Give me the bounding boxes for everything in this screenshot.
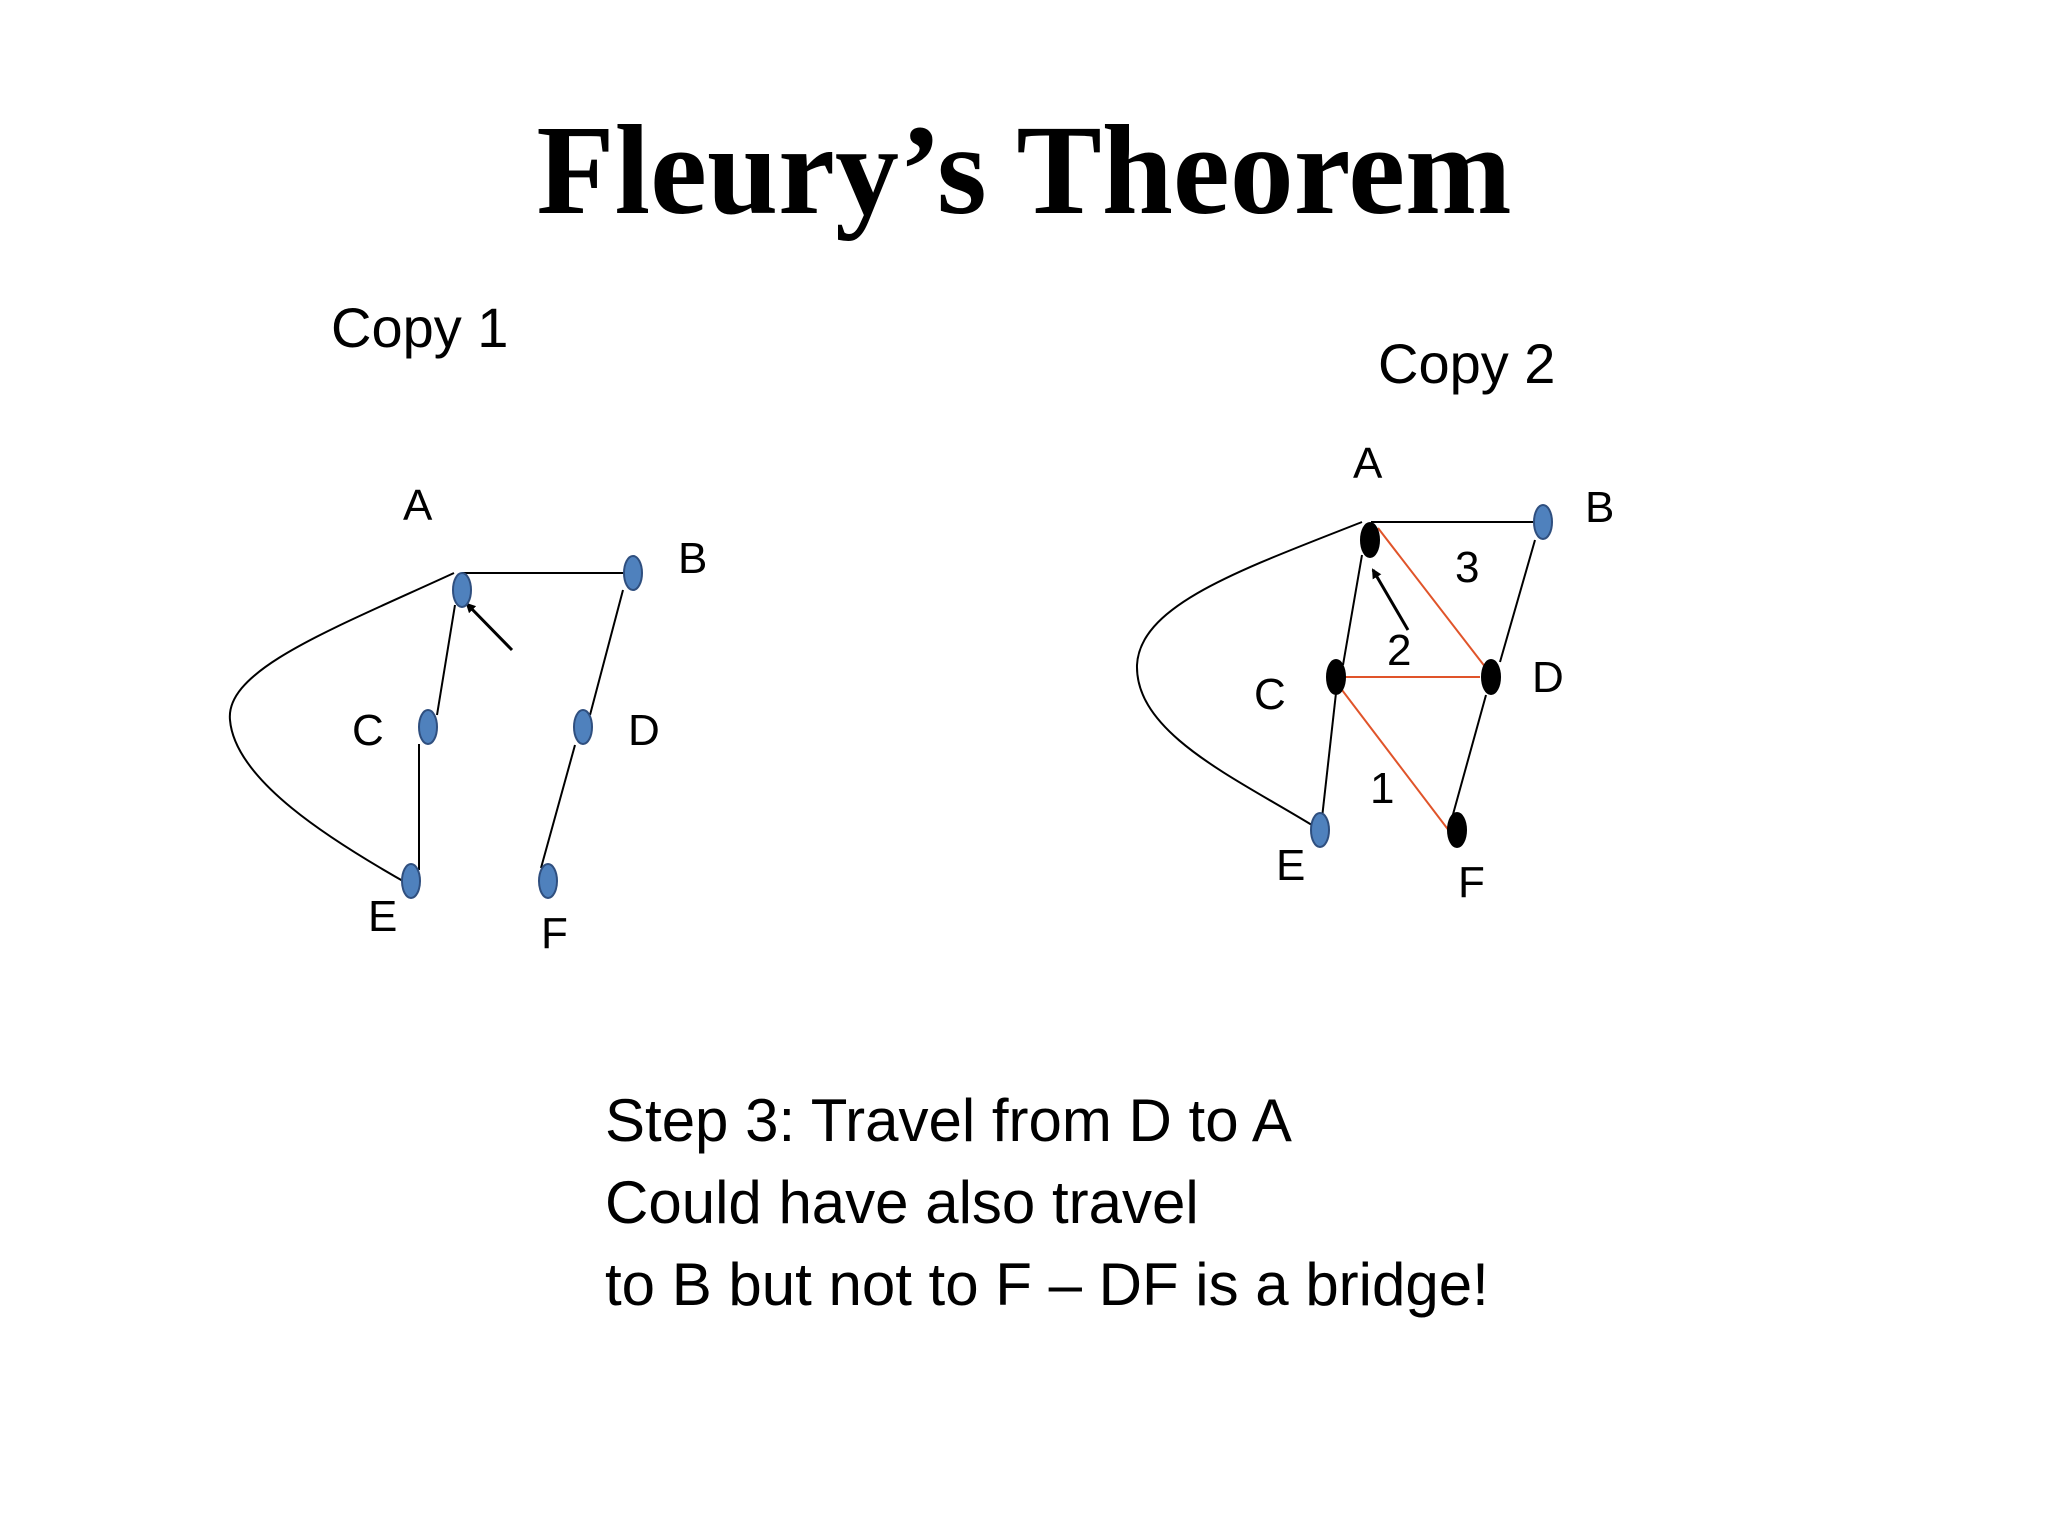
copy2-node-e xyxy=(1310,812,1330,848)
copy2-label-c: C xyxy=(1254,670,1286,719)
copy1-edge-a-c xyxy=(436,604,456,716)
copy2-label-e: E xyxy=(1276,841,1305,890)
caption-line-2: Could have also travel xyxy=(605,1169,1199,1236)
copy1-edge-a-e-curve xyxy=(228,572,455,886)
copy2-step-number-2: 2 xyxy=(1387,626,1411,675)
copy2-edge-b-d xyxy=(1499,539,1536,663)
copy1-node-e xyxy=(401,863,421,899)
copy1-node-f xyxy=(538,863,558,899)
copy-1-graph: A B C D E F xyxy=(228,481,707,958)
copy1-label-c: C xyxy=(352,706,384,755)
copy1-node-c xyxy=(418,709,438,745)
copy2-traveled-edge-a-d xyxy=(1377,527,1487,669)
copy2-node-c xyxy=(1326,659,1346,695)
copy2-edge-a-c xyxy=(1342,554,1363,666)
copy2-step-number-1: 1 xyxy=(1370,764,1394,813)
copy1-label-d: D xyxy=(628,706,660,755)
copy2-edge-d-f xyxy=(1451,694,1487,819)
caption-line-3: to B but not to F – DF is a bridge! xyxy=(605,1251,1489,1318)
copy1-node-d xyxy=(573,709,593,745)
copy1-edge-b-d xyxy=(589,589,624,716)
copy2-pointer-arrow xyxy=(1371,568,1410,631)
copy1-edge-d-f xyxy=(540,744,576,869)
copy2-edge-c-e xyxy=(1321,692,1337,819)
copy1-label-b: B xyxy=(678,534,707,583)
copy2-node-a xyxy=(1360,522,1380,558)
copy2-step-number-3: 3 xyxy=(1455,543,1479,592)
caption-line-1: Step 3: Travel from D to A xyxy=(605,1087,1292,1154)
copy2-label-f: F xyxy=(1458,858,1485,907)
copy-2-graph: A B C D E F 1 2 3 xyxy=(1135,439,1614,907)
copy1-pointer-arrow xyxy=(465,602,514,652)
copy1-label-e: E xyxy=(368,892,397,941)
copy2-node-b xyxy=(1533,504,1553,540)
copy1-label-f: F xyxy=(541,909,568,958)
copy2-edge-a-e-curve xyxy=(1135,521,1363,831)
copy-2-label: Copy 2 xyxy=(1378,332,1556,395)
copy2-label-a: A xyxy=(1353,439,1383,488)
copy1-node-b xyxy=(623,555,643,591)
copy-1-label: Copy 1 xyxy=(331,296,509,359)
copy2-node-f xyxy=(1447,812,1467,848)
copy2-traveled-edge-c-f xyxy=(1341,689,1457,841)
copy1-label-a: A xyxy=(403,481,433,530)
copy2-label-d: D xyxy=(1532,653,1564,702)
copy1-node-a xyxy=(452,572,472,608)
slide-title: Fleury’s Theorem xyxy=(536,99,1512,241)
copy2-label-b: B xyxy=(1585,483,1614,532)
copy2-node-d xyxy=(1481,659,1501,695)
